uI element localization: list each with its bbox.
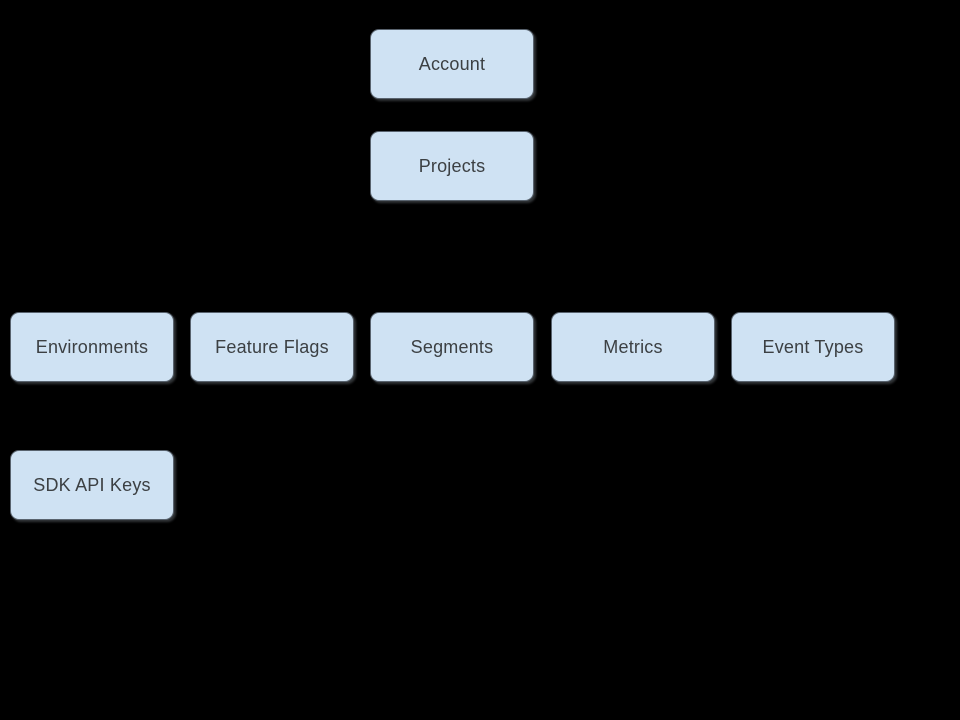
- node-sdk-api-keys: SDK API Keys: [10, 450, 174, 520]
- node-metrics-label: Metrics: [603, 336, 663, 357]
- node-projects-label: Projects: [418, 155, 486, 176]
- node-account-label: Account: [418, 53, 486, 74]
- node-metrics: Metrics: [551, 312, 715, 382]
- node-segments: Segments: [370, 312, 534, 382]
- node-segments-label: Segments: [410, 336, 494, 357]
- node-feature-flags-label: Feature Flags: [215, 336, 329, 357]
- node-sdk-api-keys-label: SDK API Keys: [33, 474, 151, 495]
- node-feature-flags: Feature Flags: [190, 312, 354, 382]
- node-projects: Projects: [370, 131, 534, 201]
- node-event-types: Event Types: [731, 312, 895, 382]
- node-account: Account: [370, 29, 534, 99]
- node-environments: Environments: [10, 312, 174, 382]
- node-event-types-label: Event Types: [762, 336, 864, 357]
- node-environments-label: Environments: [35, 336, 149, 357]
